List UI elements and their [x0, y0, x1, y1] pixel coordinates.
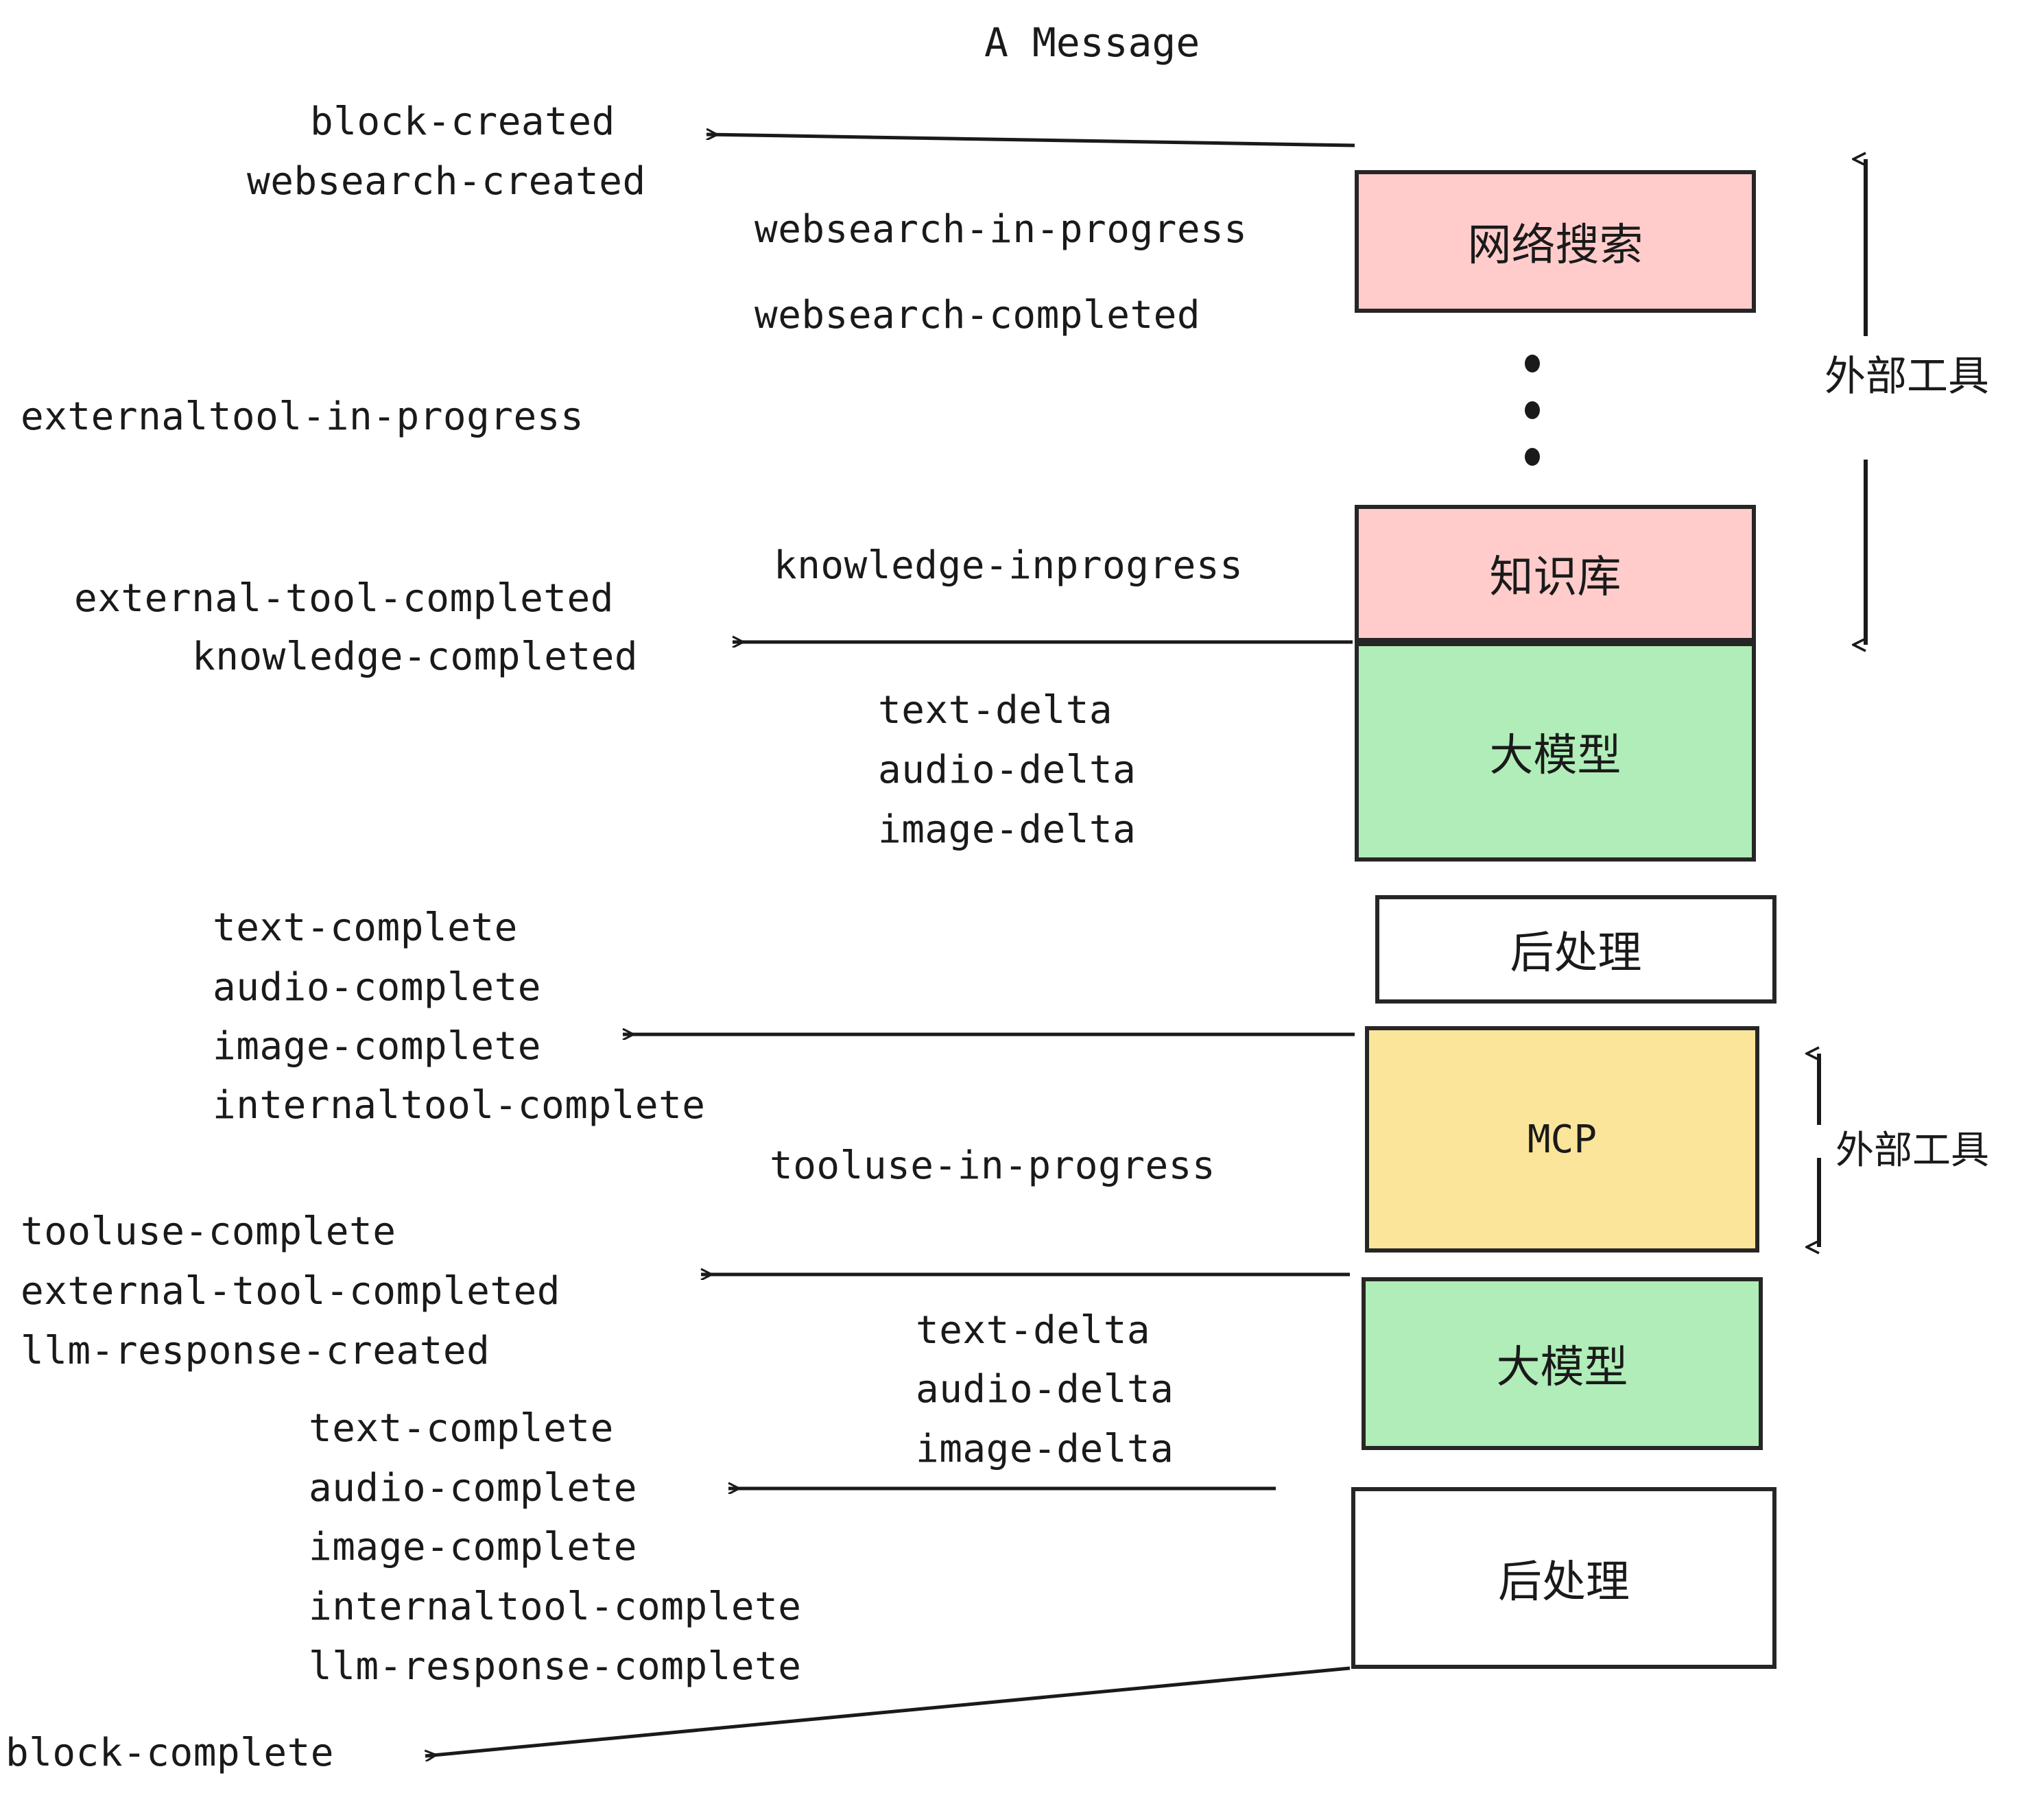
event-audio-delta-1: audio-delta [878, 748, 1137, 792]
node-llm-1-label: 大模型 [1489, 731, 1621, 781]
event-image-complete-1: image-complete [213, 1024, 542, 1069]
node-llm-2-label: 大模型 [1496, 1342, 1628, 1393]
node-llm-2: 大模型 [1362, 1277, 1763, 1450]
node-mcp-label: MCP [1527, 1117, 1597, 1162]
node-llm-1: 大模型 [1355, 642, 1756, 862]
ellipsis-dot-2 [1525, 401, 1540, 419]
node-mcp: MCP [1365, 1026, 1759, 1253]
event-block-complete: block-complete [5, 1731, 335, 1775]
event-image-delta-2: image-delta [916, 1427, 1174, 1471]
event-audio-complete-2: audio-complete [309, 1466, 638, 1510]
event-audio-delta-2: audio-delta [916, 1367, 1174, 1412]
event-llm-response-complete: llm-response-complete [309, 1644, 802, 1689]
event-text-complete-1: text-complete [213, 905, 518, 950]
event-text-delta-2: text-delta [916, 1308, 1151, 1353]
arrow-websearch-to-blockcreated [706, 134, 1355, 147]
ellipsis-dot-3 [1525, 448, 1540, 466]
event-text-delta-1: text-delta [878, 688, 1113, 733]
event-externaltool-in-progress: externaltool-in-progress [21, 394, 584, 439]
event-websearch-created: websearch-created [247, 159, 646, 204]
event-text-complete-2: text-complete [309, 1406, 614, 1451]
label-external-tools-top: 外部工具 [1825, 353, 1989, 401]
event-tooluse-complete: tooluse-complete [21, 1209, 396, 1254]
node-postprocess-1: 后处理 [1375, 895, 1776, 1004]
event-external-tool-completed-2: external-tool-completed [21, 1269, 560, 1314]
event-knowledge-inprogress: knowledge-inprogress [774, 543, 1244, 588]
event-audio-complete-1: audio-complete [213, 965, 542, 1010]
event-image-delta-1: image-delta [878, 807, 1137, 852]
ellipsis-dot-1 [1525, 355, 1540, 372]
event-websearch-in-progress: websearch-in-progress [754, 207, 1248, 252]
label-external-tools-bottom: 外部工具 [1835, 1128, 1989, 1173]
event-llm-response-created: llm-response-created [21, 1329, 490, 1373]
event-tooluse-in-progress: tooluse-in-progress [770, 1143, 1216, 1188]
node-knowledge-label: 知识库 [1489, 552, 1621, 603]
event-internaltool-complete-1: internaltool-complete [213, 1083, 706, 1128]
node-websearch: 网络搜索 [1355, 170, 1756, 313]
node-postprocess-1-label: 后处理 [1510, 928, 1642, 979]
event-image-complete-2: image-complete [309, 1525, 638, 1569]
event-external-tool-completed-1: external-tool-completed [74, 576, 614, 621]
node-postprocess-2: 后处理 [1351, 1487, 1776, 1669]
node-knowledge: 知识库 [1355, 505, 1756, 642]
node-websearch-label: 网络搜索 [1467, 220, 1643, 271]
event-block-created: block-created [310, 99, 615, 144]
event-internaltool-complete-2: internaltool-complete [309, 1585, 802, 1629]
event-knowledge-completed: knowledge-completed [192, 634, 639, 679]
page-title: A Message [984, 19, 1200, 66]
event-websearch-completed: websearch-completed [754, 293, 1201, 337]
node-postprocess-2-label: 后处理 [1498, 1556, 1630, 1608]
